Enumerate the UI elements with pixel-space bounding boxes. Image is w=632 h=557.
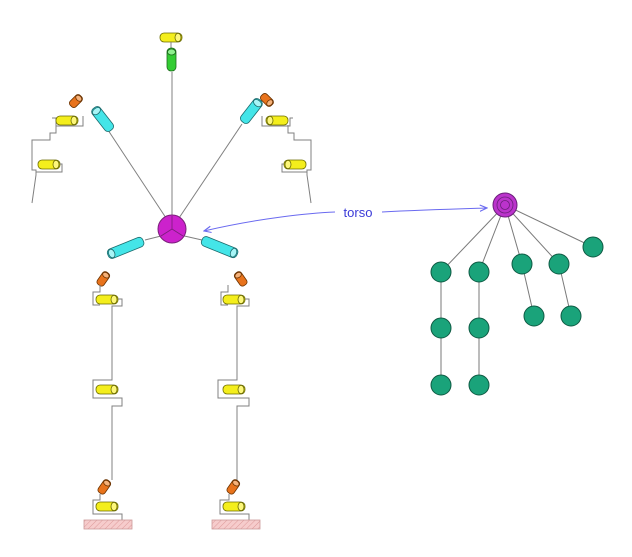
- torso-node[interactable]: [157, 214, 187, 244]
- left-forearm-yellow-joint[interactable]: [55, 115, 79, 126]
- tree-root-node[interactable]: [492, 192, 518, 218]
- tree-node[interactable]: [468, 317, 490, 339]
- right-forearm-yellow-joint[interactable]: [265, 115, 289, 126]
- right-shoulder-joint[interactable]: [239, 97, 264, 125]
- left-knee-yellow-joint[interactable]: [95, 294, 119, 305]
- left-arm: [31, 93, 115, 204]
- hierarchy-tree: [430, 192, 604, 396]
- right-hip-orange-joint[interactable]: [233, 270, 248, 287]
- left-leg: [83, 270, 133, 530]
- tree-edges: [440, 204, 594, 385]
- right-wrist-yellow-joint[interactable]: [283, 159, 307, 170]
- right-hip-joint[interactable]: [200, 235, 239, 259]
- left-ankle-yellow-joint[interactable]: [95, 384, 119, 395]
- tree-node[interactable]: [523, 305, 545, 327]
- head-yellow-joint[interactable]: [159, 32, 183, 43]
- right-foot-orange-joint[interactable]: [226, 478, 241, 495]
- right-ankle-yellow-joint[interactable]: [222, 384, 246, 395]
- left-hip-joint[interactable]: [106, 236, 145, 260]
- left-foot-orange-joint[interactable]: [97, 478, 112, 495]
- neck-green-joint[interactable]: [166, 47, 177, 72]
- left-toe-yellow-joint[interactable]: [95, 501, 119, 512]
- tree-node[interactable]: [548, 253, 570, 275]
- right-elbow-orange-joint[interactable]: [259, 92, 275, 108]
- right-knee-yellow-joint[interactable]: [222, 294, 246, 305]
- right-ground-pad: [211, 519, 261, 530]
- left-wrist-yellow-joint[interactable]: [37, 159, 61, 170]
- right-arm: [239, 92, 312, 204]
- tree-leaf-nodes: [430, 236, 604, 396]
- torso-mapping-arrow: torso: [204, 205, 487, 231]
- skeleton: [31, 32, 312, 530]
- left-hip-orange-joint[interactable]: [96, 270, 111, 287]
- tree-node[interactable]: [430, 374, 452, 396]
- tree-node[interactable]: [468, 261, 490, 283]
- left-elbow-orange-joint[interactable]: [68, 93, 84, 109]
- tree-node[interactable]: [582, 236, 604, 258]
- head-joint-group: [159, 32, 183, 72]
- tree-node[interactable]: [468, 374, 490, 396]
- left-shoulder-joint[interactable]: [90, 105, 115, 133]
- tree-node[interactable]: [430, 317, 452, 339]
- right-toe-yellow-joint[interactable]: [222, 501, 246, 512]
- tree-node[interactable]: [511, 253, 533, 275]
- tree-node[interactable]: [560, 305, 582, 327]
- torso-label: torso: [344, 205, 373, 220]
- right-leg: [211, 270, 261, 530]
- left-ground-pad: [83, 519, 133, 530]
- tree-node[interactable]: [430, 261, 452, 283]
